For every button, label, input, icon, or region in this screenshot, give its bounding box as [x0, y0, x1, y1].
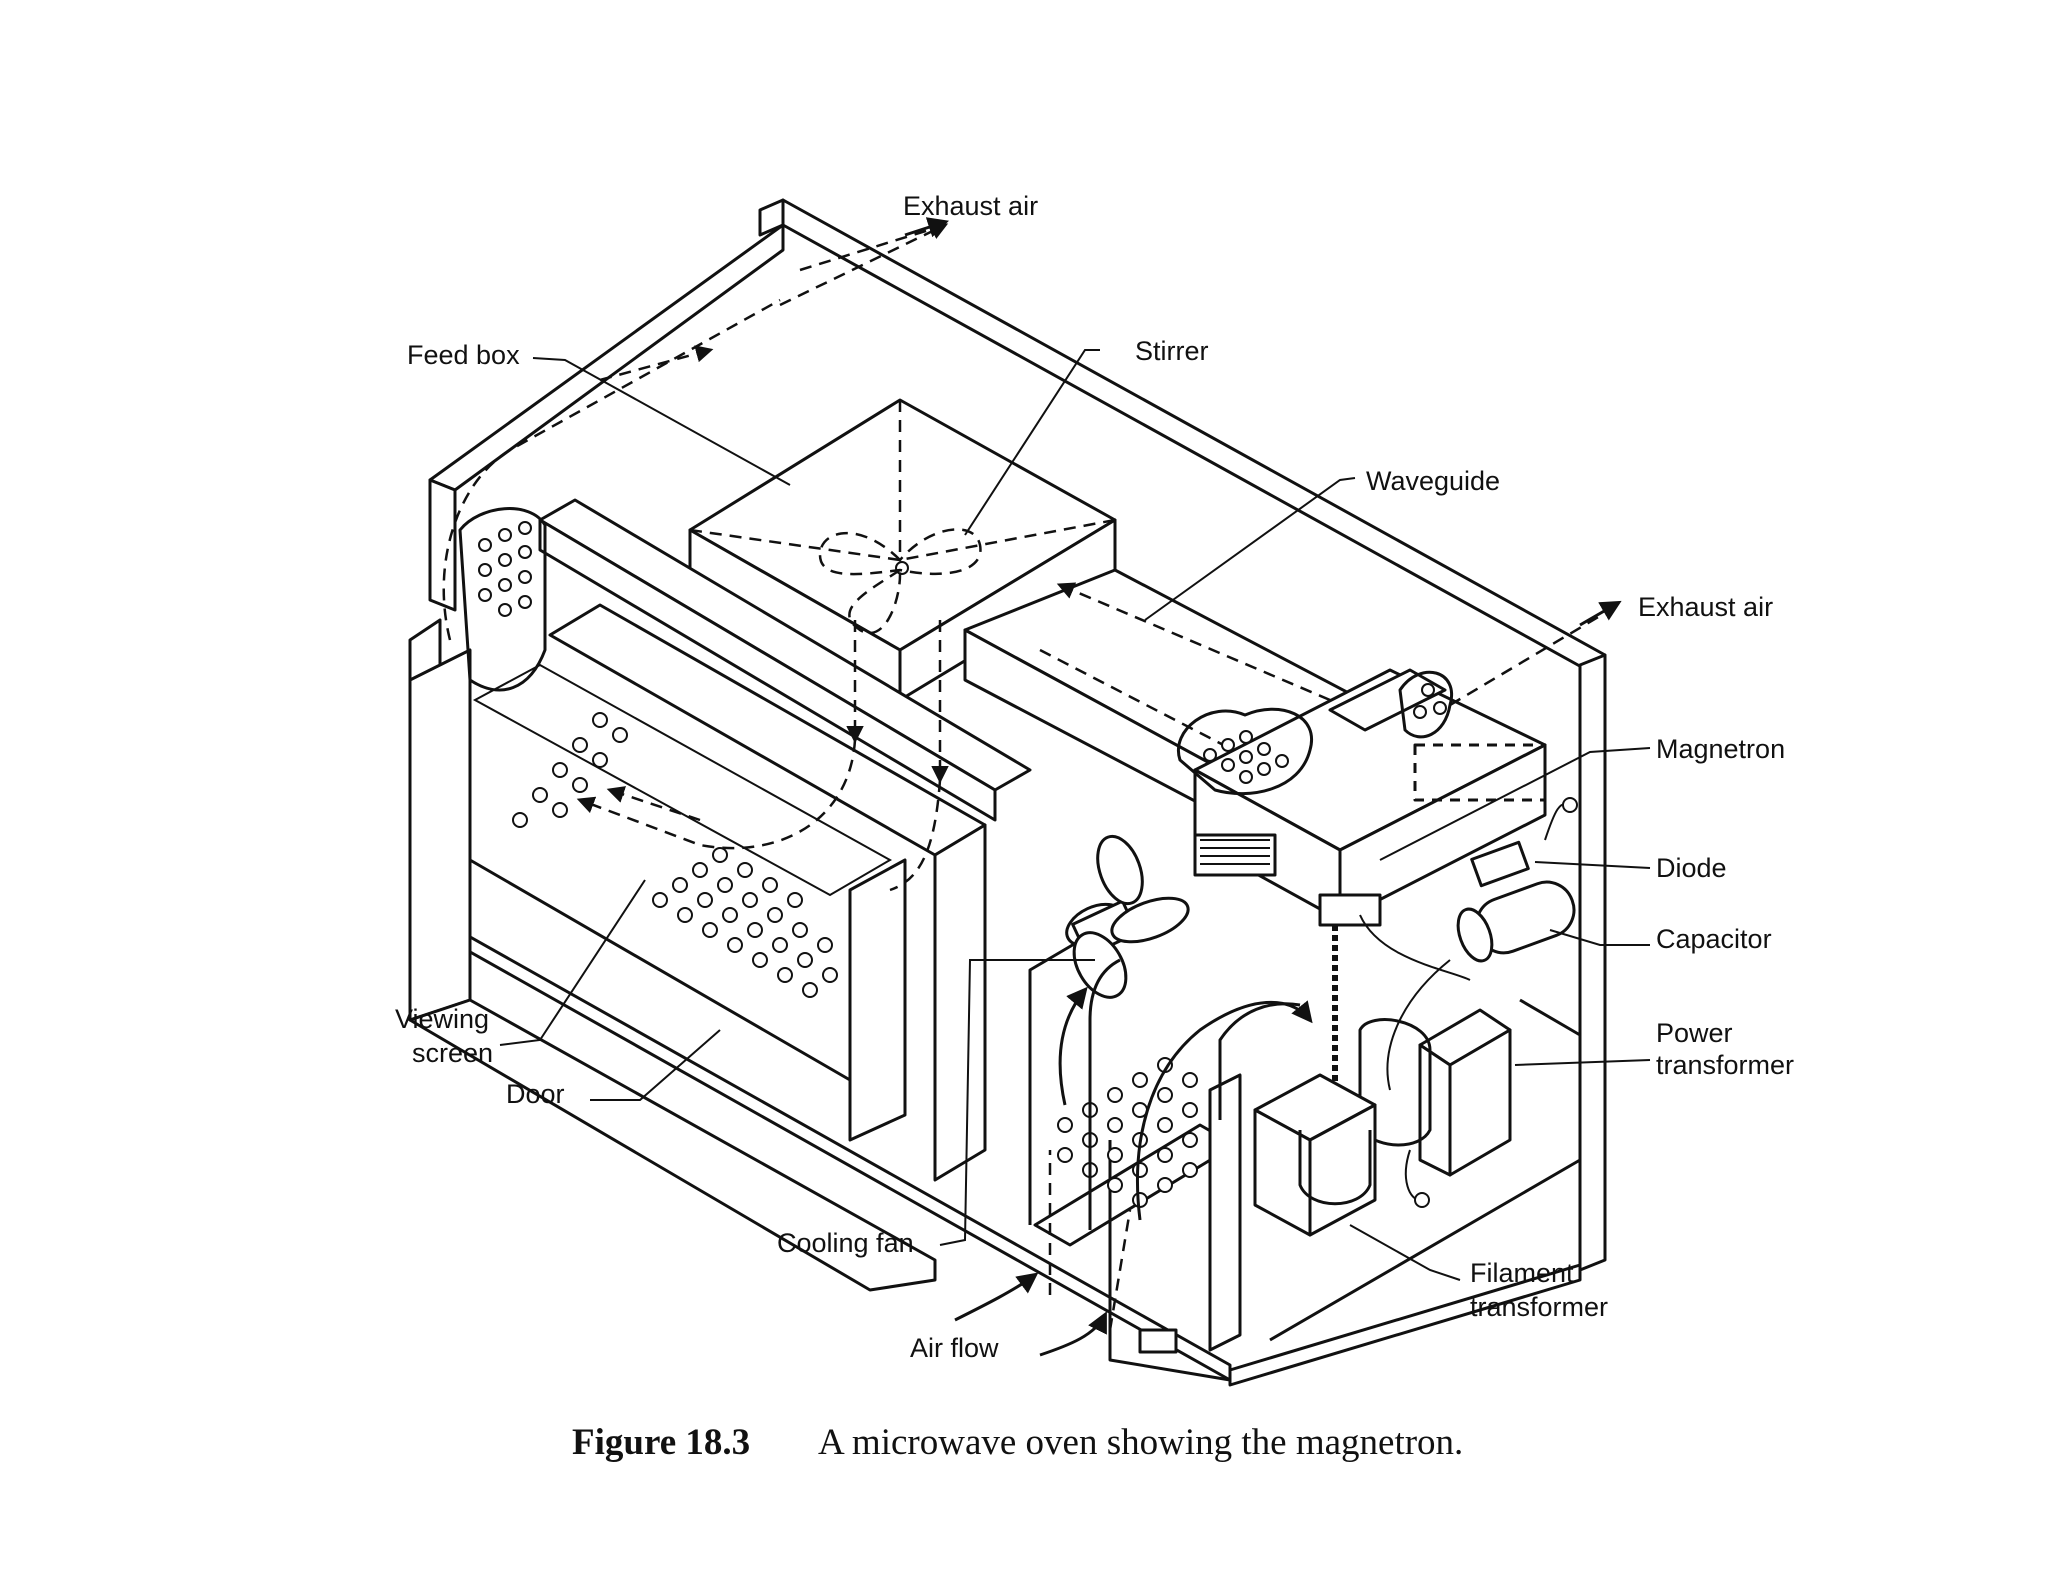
power-transformer	[1358, 1008, 1512, 1208]
label-waveguide: Waveguide	[1366, 466, 1500, 496]
label-air-flow: Air flow	[910, 1333, 999, 1363]
label-stirrer: Stirrer	[1135, 336, 1209, 366]
internal-airflow	[442, 223, 949, 892]
leader-lines	[499, 349, 1651, 1281]
capacitor	[1386, 880, 1576, 1091]
filament-transformer	[1253, 1073, 1377, 1237]
airflow-arrows	[954, 986, 1313, 1357]
label-exhaust-air-top: Exhaust air	[903, 191, 1038, 221]
label-door: Door	[506, 1079, 565, 1109]
label-viewing-screen-line2: screen	[412, 1038, 493, 1068]
label-cooling-fan: Cooling fan	[777, 1228, 914, 1258]
cabinet-outline	[408, 198, 1607, 1387]
viewing-screen-holes	[512, 712, 838, 998]
label-viewing-screen-line1: Viewing	[395, 1004, 489, 1034]
diode	[1470, 797, 1578, 888]
label-feed-box: Feed box	[407, 340, 520, 370]
exhaust-housing-right	[1328, 668, 1547, 802]
label-filament-transformer-line1: Filament	[1470, 1258, 1574, 1288]
label-magnetron: Magnetron	[1656, 734, 1785, 764]
label-capacitor: Capacitor	[1656, 924, 1772, 954]
label-diode: Diode	[1656, 853, 1727, 883]
door	[408, 498, 1032, 1292]
magnetron-vents	[1203, 730, 1289, 784]
label-exhaust-air-right: Exhaust air	[1638, 592, 1773, 622]
viewing-screen	[458, 507, 893, 998]
figure-caption: Figure 18.3 A microwave oven showing the…	[572, 1422, 1463, 1463]
caption-text: A microwave oven showing the magnetron.	[818, 1422, 1463, 1463]
exhaust-arrows	[799, 217, 1622, 707]
connector-chain	[1332, 914, 1471, 1090]
lower-compartment	[1028, 918, 1581, 1382]
caption-number: Figure 18.3	[572, 1422, 750, 1463]
feed-box	[688, 398, 1117, 702]
label-power-transformer-line2: transformer	[1656, 1050, 1794, 1080]
label-filament-transformer-line2: transformer	[1470, 1292, 1608, 1322]
labels: Exhaust air Feed box Stirrer Waveguide E…	[395, 191, 1794, 1363]
magnetron	[1176, 668, 1547, 927]
label-power-transformer-line1: Power	[1656, 1018, 1733, 1048]
